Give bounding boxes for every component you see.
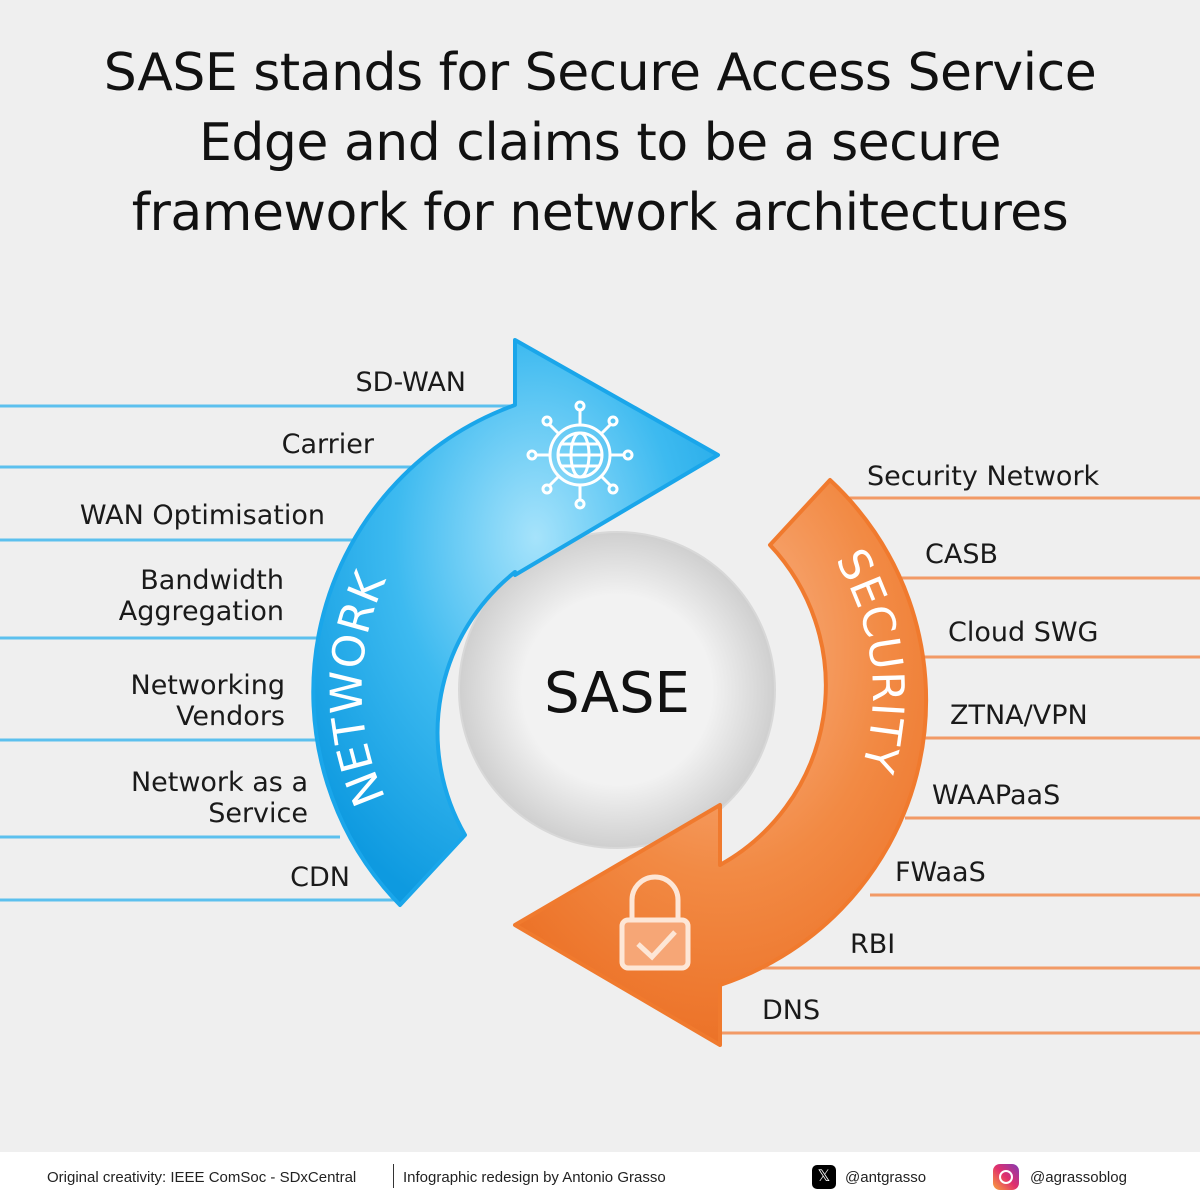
center-label: SASE [544, 661, 690, 726]
network-item: WAN Optimisation [79, 500, 325, 531]
network-item: Bandwidth Aggregation [118, 565, 284, 627]
network-item: Networking Vendors [130, 670, 286, 732]
security-item: ZTNA/VPN [950, 700, 1088, 731]
instagram-handle-link[interactable]: @agrassoblog [1030, 1169, 1127, 1186]
padlock-check-icon [619, 874, 691, 971]
footer: Original creativity: IEEE ComSoc - SDxCe… [0, 1152, 1200, 1200]
network-item: Carrier [281, 429, 374, 460]
network-item: Network as a Service [130, 767, 308, 829]
title-line: SASE stands for Secure Access Service [103, 43, 1097, 103]
credit-text: Original creativity: IEEE ComSoc - SDxCe… [47, 1169, 357, 1186]
x-logo-icon: 𝕏 [812, 1165, 836, 1189]
title-line: Edge and claims to be a secure [199, 113, 1001, 173]
network-connector-lines [0, 404, 520, 902]
network-arrow [311, 338, 720, 907]
instagram-logo-icon [993, 1164, 1019, 1190]
globe-network-icon [526, 400, 634, 510]
security-item: FWaaS [895, 857, 986, 888]
title-line: framework for network architectures [131, 183, 1069, 243]
security-connector-lines [720, 496, 1200, 1035]
center-circle [458, 531, 776, 849]
security-item: Security Network [867, 461, 1100, 492]
security-item: RBI [850, 929, 896, 960]
redesign-text: Infographic redesign by Antonio Grasso [403, 1169, 666, 1186]
security-item: CASB [925, 539, 998, 570]
security-item: WAAPaaS [932, 780, 1061, 811]
security-arrow [513, 478, 929, 1047]
x-handle-link[interactable]: @antgrasso [845, 1169, 927, 1186]
divider [393, 1164, 394, 1188]
page-title: SASE stands for Secure Access Service Ed… [0, 38, 1200, 248]
network-item: SD-WAN [355, 367, 466, 398]
network-item: CDN [290, 862, 350, 893]
security-item: DNS [762, 995, 821, 1026]
security-item: Cloud SWG [948, 617, 1099, 648]
